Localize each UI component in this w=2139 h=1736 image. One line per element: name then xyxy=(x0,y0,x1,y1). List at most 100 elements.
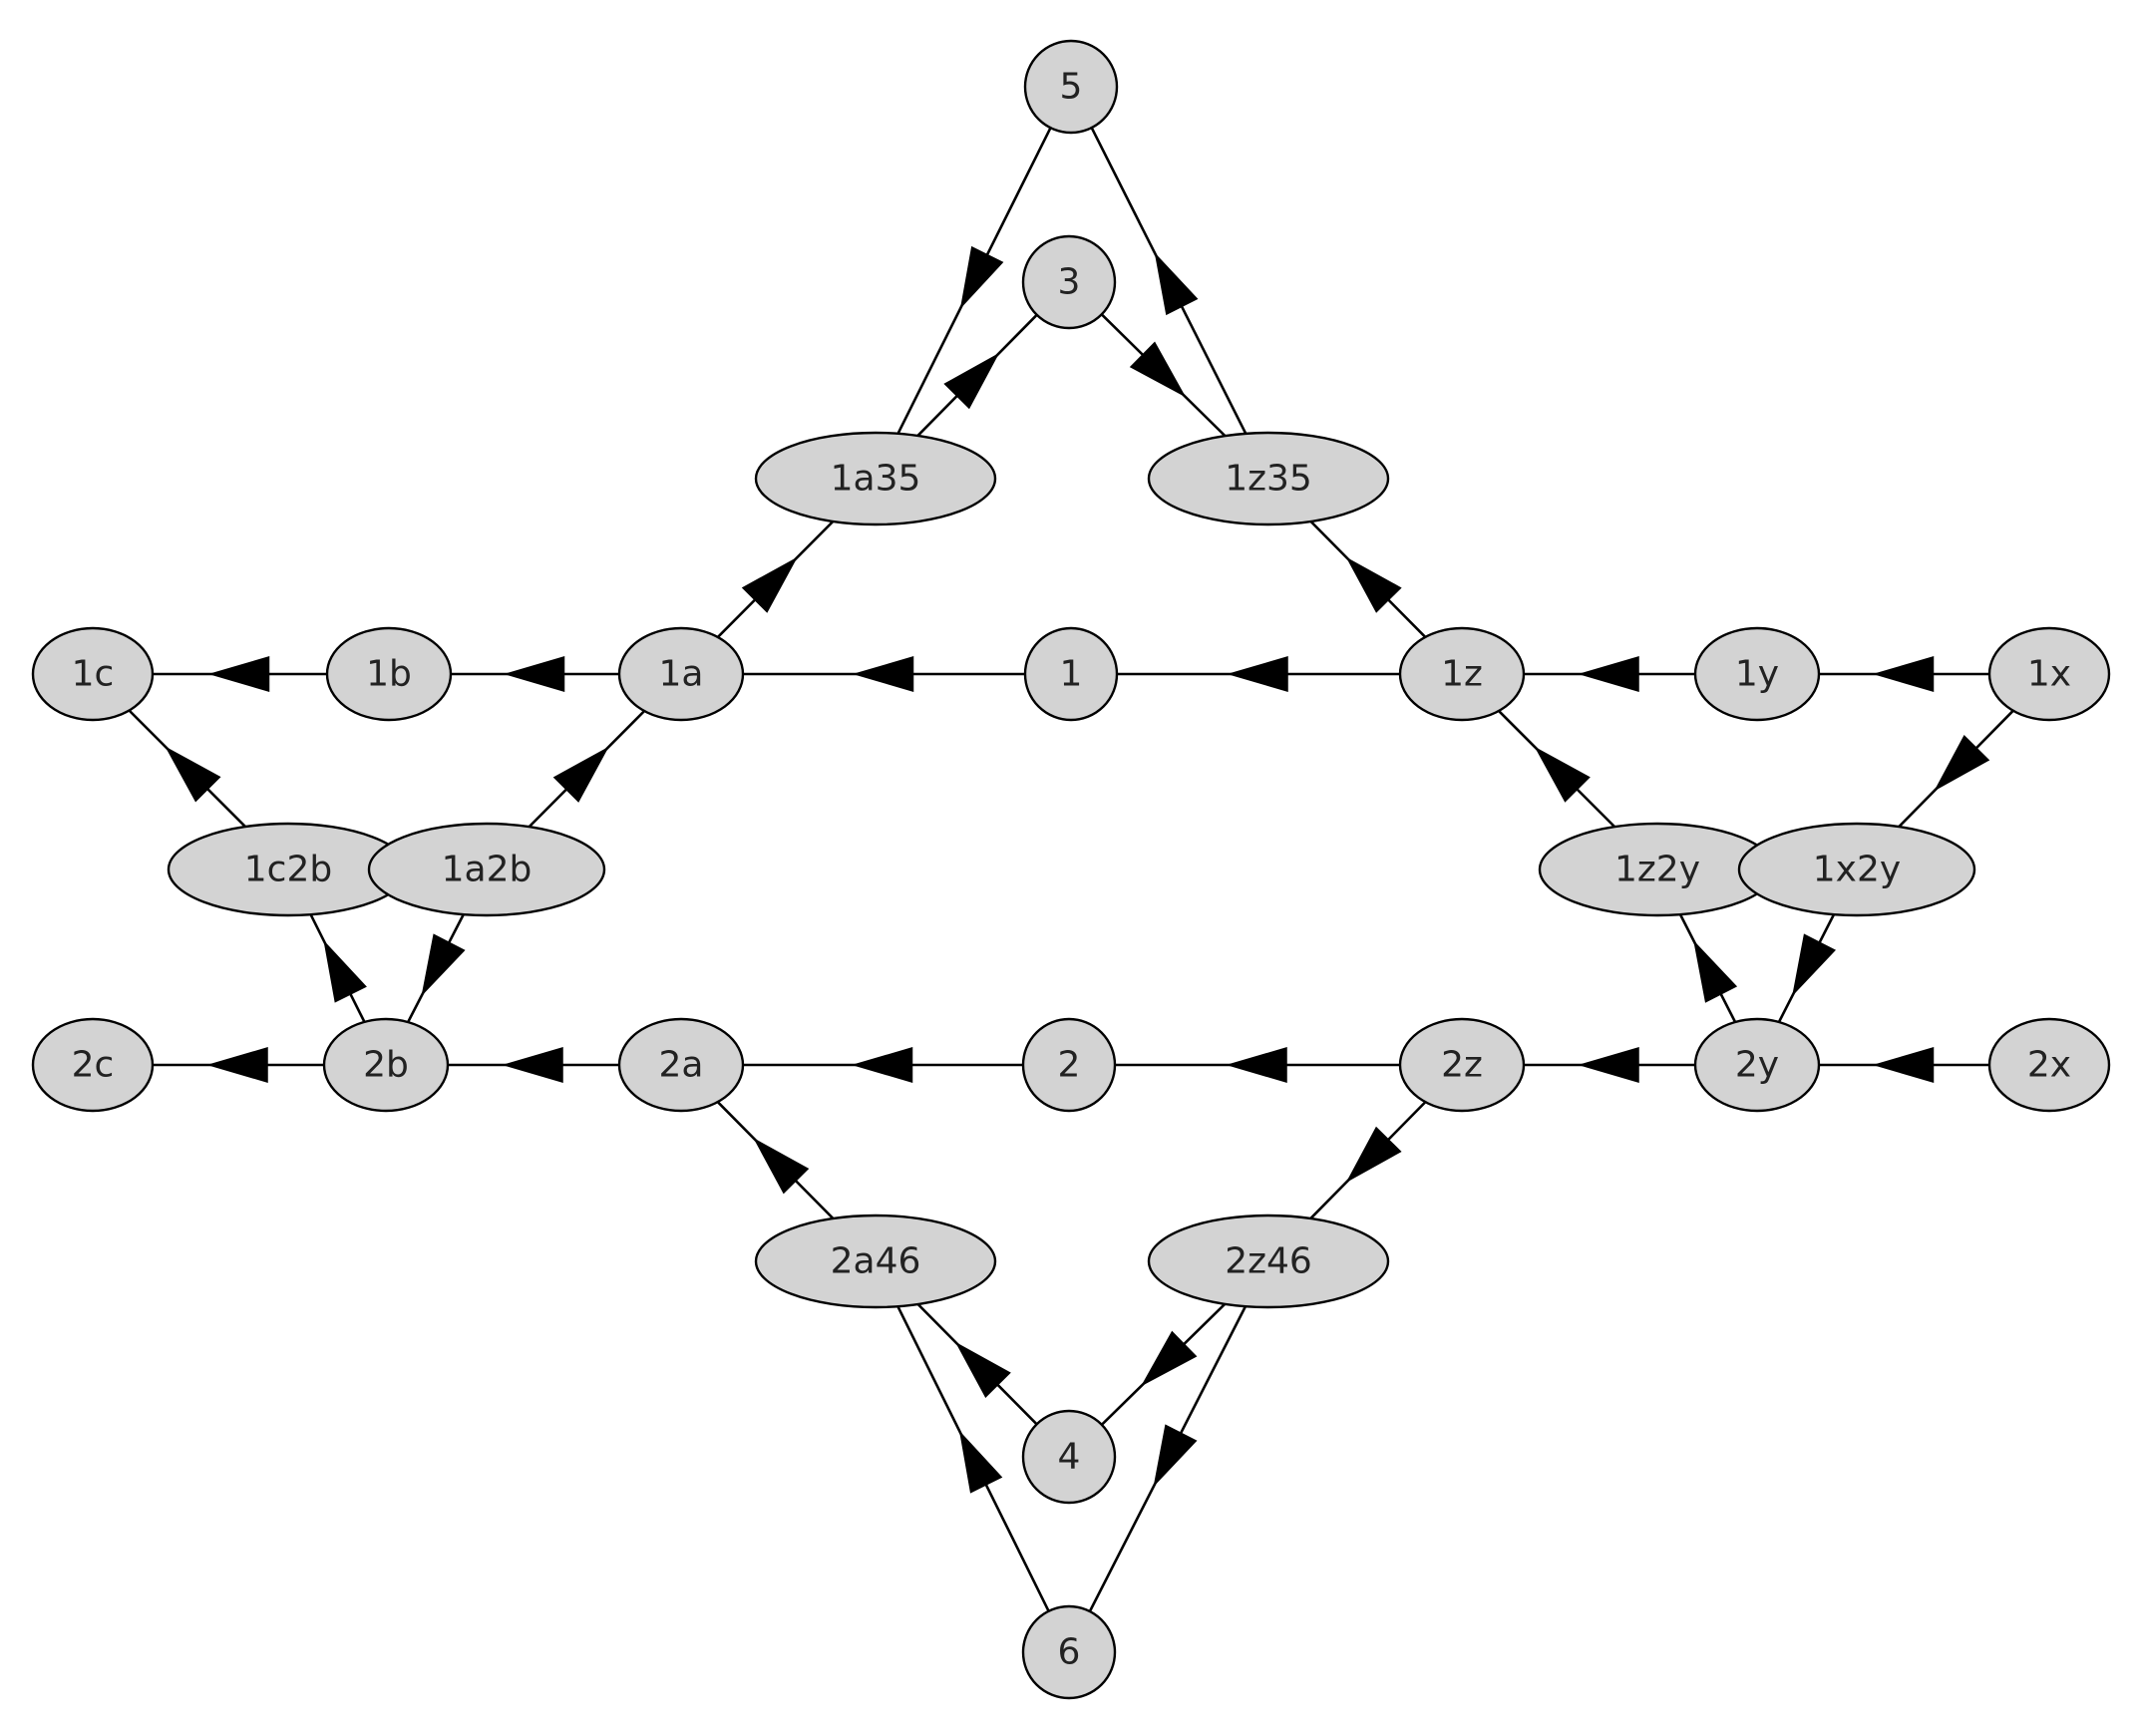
node-ellipse xyxy=(1023,39,1119,135)
node-2a: 2a xyxy=(617,1017,745,1113)
node-4: 4 xyxy=(1021,1409,1117,1505)
edge-2z46-to-4 xyxy=(1100,1302,1227,1426)
node-ellipse xyxy=(322,1017,450,1113)
node-ellipse xyxy=(1987,1017,2111,1113)
edge-2y-to-2z xyxy=(1524,1046,1695,1084)
arrowhead-icon xyxy=(1792,933,1837,997)
arrowhead-icon xyxy=(165,746,221,803)
node-1a35: 1a35 xyxy=(754,431,997,526)
node-label: 1a35 xyxy=(831,459,921,500)
node-label: 2a46 xyxy=(831,1241,921,1282)
node-1z35: 1z35 xyxy=(1147,431,1390,526)
node-label: 2z46 xyxy=(1225,1241,1312,1282)
arrowhead-icon xyxy=(1345,1126,1402,1184)
edge-1z2y-to-1z xyxy=(1498,710,1616,829)
node-1z2y: 1z2y xyxy=(1538,822,1777,917)
node-ellipse xyxy=(1987,626,2111,722)
arrowhead-icon xyxy=(954,1341,1011,1398)
node-ellipse xyxy=(1023,626,1119,722)
node-ellipse xyxy=(754,1214,997,1309)
arrowhead-icon xyxy=(421,933,466,997)
node-label: 2y xyxy=(1735,1045,1779,1086)
arrowhead-icon xyxy=(1345,556,1402,613)
edge-1c2b-to-1c xyxy=(128,709,246,828)
node-label: 1z2y xyxy=(1614,850,1700,890)
edge-1z35-to-5 xyxy=(1090,127,1248,435)
arrowhead-icon xyxy=(1140,1330,1198,1387)
arrowhead-icon xyxy=(1872,655,1935,693)
edge-1x-to-1y xyxy=(1819,655,1989,693)
edge-3-to-1z35 xyxy=(1100,313,1227,438)
arrowhead-icon xyxy=(852,655,914,693)
arrowhead-icon xyxy=(1129,341,1187,398)
node-6: 6 xyxy=(1021,1604,1117,1700)
node-ellipse xyxy=(1021,234,1117,330)
arrowhead-icon xyxy=(1578,1046,1639,1084)
arrowhead-icon xyxy=(958,1430,1003,1494)
edge-1z-to-1 xyxy=(1117,655,1400,693)
node-ellipse xyxy=(617,626,745,722)
edge-2z-to-2 xyxy=(1115,1046,1400,1084)
node-label: 1y xyxy=(1735,654,1779,695)
node-label: 1z xyxy=(1441,654,1483,695)
node-2b: 2b xyxy=(322,1017,450,1113)
node-1c: 1c xyxy=(31,626,155,722)
edge-1a-to-1b xyxy=(451,655,619,693)
node-2c: 2c xyxy=(31,1017,155,1113)
node-label: 3 xyxy=(1058,262,1081,303)
edge-4-to-2a46 xyxy=(916,1303,1038,1426)
edge-1-to-1a xyxy=(743,655,1025,693)
arrowhead-icon xyxy=(1153,1424,1198,1488)
node-ellipse xyxy=(31,1017,155,1113)
arrowhead-icon xyxy=(1226,1046,1287,1084)
node-label: 2b xyxy=(363,1045,409,1086)
node-2: 2 xyxy=(1021,1017,1117,1113)
node-ellipse xyxy=(31,626,155,722)
node-2y: 2y xyxy=(1693,1017,1821,1113)
node-label: 4 xyxy=(1058,1437,1081,1478)
node-1y: 1y xyxy=(1693,626,1821,722)
edge-1a-to-1a35 xyxy=(716,521,835,638)
node-1b: 1b xyxy=(325,626,453,722)
arrowhead-icon xyxy=(943,352,1000,410)
node-label: 1a xyxy=(659,654,704,695)
arrowhead-icon xyxy=(502,1046,563,1084)
arrowhead-icon xyxy=(323,939,367,1003)
edge-1z-to-1z35 xyxy=(1309,521,1427,638)
node-1a: 1a xyxy=(617,626,745,722)
edge-1a2b-to-2b xyxy=(406,913,466,1023)
node-ellipse xyxy=(1398,626,1526,722)
node-label: 5 xyxy=(1060,67,1083,108)
edge-2a-to-2b xyxy=(448,1046,619,1084)
node-label: 1z35 xyxy=(1225,459,1312,500)
node-label: 1 xyxy=(1060,654,1083,695)
node-label: 1c2b xyxy=(244,850,332,890)
arrowhead-icon xyxy=(1578,655,1639,693)
node-label: 2z xyxy=(1441,1045,1483,1086)
edges-layer xyxy=(128,127,2014,1612)
node-label: 2 xyxy=(1058,1045,1081,1086)
edge-2y-to-1z2y xyxy=(1678,913,1738,1023)
arrowhead-icon xyxy=(959,245,1004,309)
arrowhead-icon xyxy=(1934,735,1990,792)
node-ellipse xyxy=(754,431,997,526)
edge-1b-to-1c xyxy=(153,655,327,693)
node-ellipse xyxy=(1147,431,1390,526)
node-1a2b: 1a2b xyxy=(367,822,606,917)
node-label: 2c xyxy=(72,1045,115,1086)
node-ellipse xyxy=(1737,822,1976,917)
arrowhead-icon xyxy=(552,746,609,803)
edge-5-to-1a35 xyxy=(896,127,1052,435)
edge-1x-to-1x2y xyxy=(1898,709,2014,828)
node-2x: 2x xyxy=(1987,1017,2111,1113)
node-ellipse xyxy=(1398,1017,1526,1113)
node-label: 1x2y xyxy=(1813,850,1901,890)
arrowhead-icon xyxy=(1872,1046,1935,1084)
edge-1a35-to-3 xyxy=(916,313,1038,437)
edge-1y-to-1z xyxy=(1524,655,1695,693)
arrowhead-icon xyxy=(741,556,798,613)
node-5: 5 xyxy=(1023,39,1119,135)
node-label: 6 xyxy=(1058,1632,1081,1673)
arrowhead-icon xyxy=(206,1046,268,1084)
